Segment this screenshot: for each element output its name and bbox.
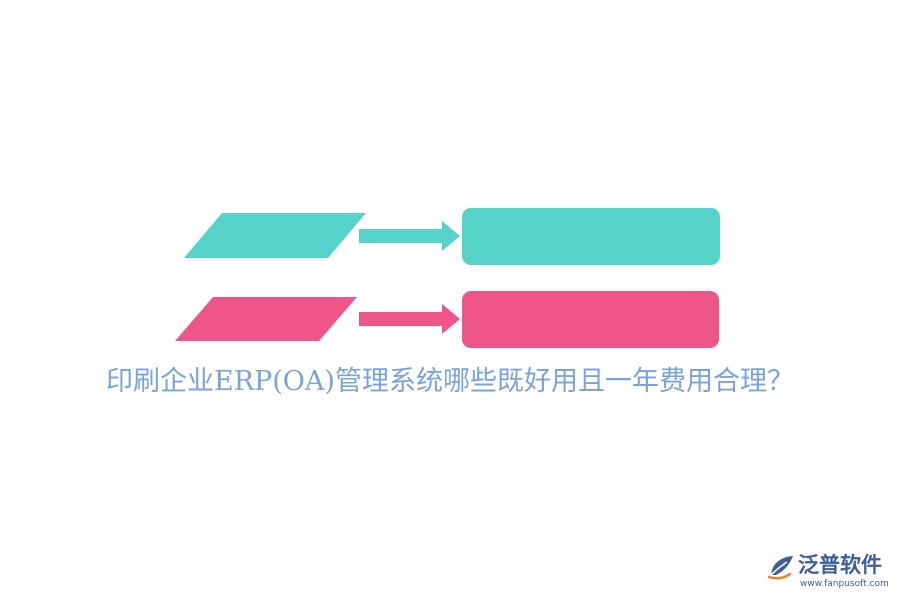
logo-url: www.fanpusoft.com xyxy=(800,579,889,589)
page-title: 印刷企业ERP(OA)管理系统哪些既好用且一年费用合理？ xyxy=(106,366,794,397)
teal-parallelogram xyxy=(184,213,366,258)
flow-diagram xyxy=(175,208,720,348)
teal-arrow xyxy=(359,221,460,251)
pink-arrow xyxy=(359,304,460,334)
pink-parallelogram xyxy=(175,297,357,341)
pink-box xyxy=(462,291,719,348)
logo-name: 泛普软件 xyxy=(798,553,882,577)
fanpu-logo: 泛普软件 www.fanpusoft.com xyxy=(768,551,892,593)
fanpu-leaf-icon xyxy=(768,556,793,580)
teal-box xyxy=(462,208,720,265)
